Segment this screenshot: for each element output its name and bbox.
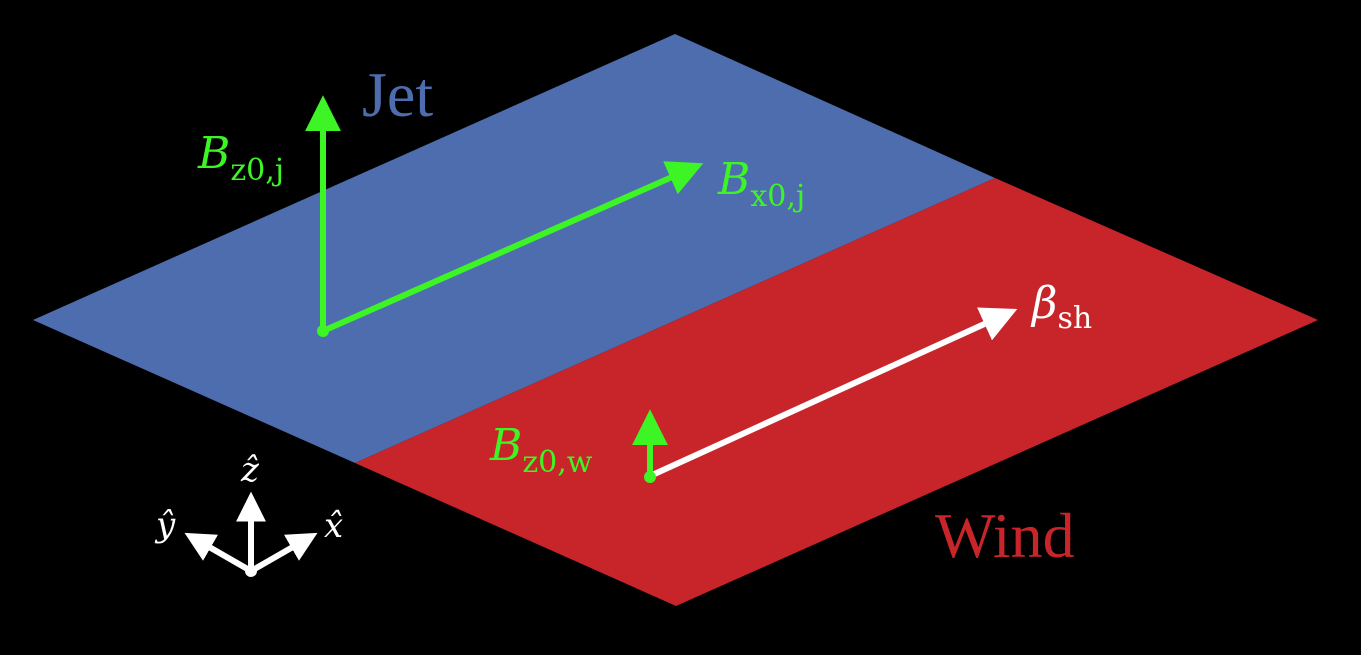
beta-sh-arrow (648, 307, 1018, 479)
wind-label: Wind (935, 500, 1075, 571)
beta-sh-label-sub: sh (1057, 301, 1092, 336)
y-axis-arrow (184, 532, 253, 574)
bx0-jet-label: Bx0,j (717, 154, 805, 214)
bz0-wind-label-base: B (489, 420, 522, 471)
bx0-jet-arrow (321, 161, 704, 334)
z-axis-label: ẑ (240, 450, 260, 490)
y-axis-label: ŷ (154, 505, 176, 545)
x-axis-label: x̂ (324, 506, 343, 546)
beta-sh-label: βsh (1030, 278, 1092, 336)
beta-sh-label-base: β (1030, 278, 1057, 329)
jet-origin-dot (317, 325, 329, 337)
jet-label: Jet (362, 59, 433, 130)
bz0-jet-label-base: B (197, 128, 230, 179)
wind-origin-dot (644, 471, 656, 483)
axes-indicator: ẑ x̂ ŷ (154, 450, 343, 577)
bz0-wind-label: Bz0,w (489, 420, 593, 480)
bz0-jet-label: Bz0,j (197, 128, 284, 188)
axes-origin-dot (245, 565, 257, 577)
bx0-jet-label-sub: x0,j (750, 179, 805, 214)
bx0-jet-label-base: B (717, 154, 750, 205)
bz0-wind-label-sub: z0,w (522, 445, 592, 480)
bz0-jet-label-sub: z0,j (230, 153, 284, 188)
x-axis-arrow (249, 532, 318, 574)
